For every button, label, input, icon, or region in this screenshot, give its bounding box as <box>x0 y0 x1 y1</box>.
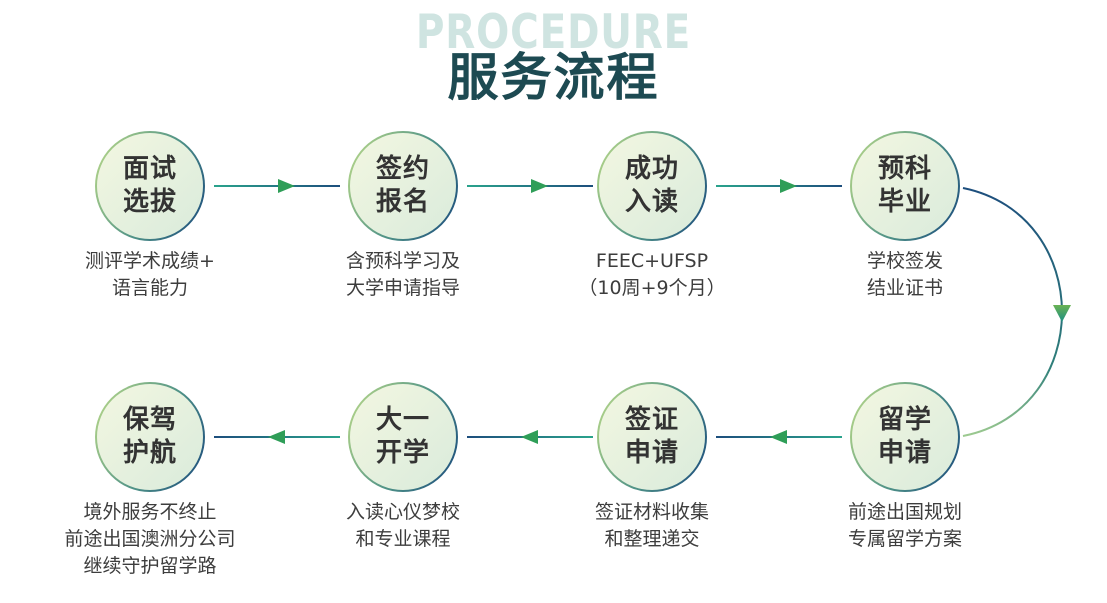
flow-node-description: 前途出国规划 专属留学方案 <box>795 499 1015 553</box>
flow-node-label-line2: 护航 <box>122 438 177 468</box>
flow-arrow-right-3 <box>716 179 842 193</box>
flow-node-description: 学校签发 结业证书 <box>795 248 1015 302</box>
description-line: 签证材料收集 <box>594 501 709 523</box>
flow-node-description: 测评学术成绩+ 语言能力 <box>40 248 260 302</box>
flow-node-label-line2: 申请 <box>877 438 932 468</box>
flow-node-circle: 面试 选拔 <box>95 131 205 241</box>
flow-arrow-right-2 <box>467 179 593 193</box>
description-line: 前途出国规划 <box>847 501 962 523</box>
flow-node-description: 境外服务不终止 前途出国澳洲分公司 继续守护留学路 <box>40 499 260 580</box>
arrowhead-icon <box>268 430 285 444</box>
flow-node-circle-fill: 预科 毕业 <box>852 133 958 239</box>
description-line: 测评学术成绩+ <box>85 250 215 272</box>
description-line: 前途出国澳洲分公司 <box>64 528 236 550</box>
flow-node-label-line1: 保驾 <box>122 405 177 435</box>
flow-node-description: 签证材料收集 和整理递交 <box>542 499 762 553</box>
arrow-shaft <box>214 185 340 187</box>
description-line: 专属留学方案 <box>847 528 962 550</box>
arrowhead-icon <box>770 430 787 444</box>
flow-node-study-abroad-application: 留学 申请 前途出国规划 专属留学方案 <box>795 382 1015 553</box>
flow-node-description: FEEC+UFSP （10周+9个月） <box>542 248 762 302</box>
flow-node-visa-application: 签证 申请 签证材料收集 和整理递交 <box>542 382 762 553</box>
description-line: 学校签发 <box>866 250 943 272</box>
arrowhead-icon <box>521 430 538 444</box>
flow-node-circle-fill: 成功 入读 <box>599 133 705 239</box>
description-line: 和专业课程 <box>355 528 451 550</box>
flow-node-label-line2: 选拔 <box>122 187 177 217</box>
flow-arrow-left-1 <box>716 430 842 444</box>
flow-node-circle: 大一 开学 <box>348 382 458 492</box>
flow-node-label-line2: 入读 <box>624 187 679 217</box>
flow-node-escort-service: 保驾 护航 境外服务不终止 前途出国澳洲分公司 继续守护留学路 <box>40 382 260 580</box>
flow-node-description: 含预科学习及 大学申请指导 <box>293 248 513 302</box>
flow-node-circle: 保驾 护航 <box>95 382 205 492</box>
flow-node-label-line1: 预科 <box>877 154 932 184</box>
flow-node-label-line2: 开学 <box>375 438 430 468</box>
flow-node-interview: 面试 选拔 测评学术成绩+ 语言能力 <box>40 131 260 302</box>
flow-node-label-line1: 大一 <box>375 405 430 435</box>
flow-node-circle: 签证 申请 <box>597 382 707 492</box>
arrowhead-icon <box>278 179 295 193</box>
description-line: 和整理递交 <box>604 528 700 550</box>
flow-node-enrollment: 成功 入读 FEEC+UFSP （10周+9个月） <box>542 131 762 302</box>
page-title: 服务流程 <box>447 49 660 108</box>
flow-node-label-line1: 留学 <box>877 405 932 435</box>
flow-node-label-line2: 报名 <box>375 187 430 217</box>
arrow-shaft <box>716 185 842 187</box>
description-line: 结业证书 <box>866 277 943 299</box>
description-line: FEEC+UFSP <box>595 250 709 272</box>
flow-node-circle-fill: 大一 开学 <box>350 384 456 490</box>
flow-node-label-line1: 签约 <box>375 154 430 184</box>
flow-node-description: 入读心仪梦校 和专业课程 <box>293 499 513 553</box>
flow-node-label-line1: 成功 <box>624 154 679 184</box>
flow-node-circle: 成功 入读 <box>597 131 707 241</box>
flow-node-circle: 留学 申请 <box>850 382 960 492</box>
flow-node-signup: 签约 报名 含预科学习及 大学申请指导 <box>293 131 513 302</box>
flow-node-label-line2: 毕业 <box>877 187 932 217</box>
description-line: （10周+9个月） <box>578 277 726 299</box>
flow-node-circle-fill: 签约 报名 <box>350 133 456 239</box>
flow-arrow-right-1 <box>214 179 340 193</box>
background-title: PROCEDURE <box>415 5 692 60</box>
arrowhead-icon <box>531 179 548 193</box>
flow-node-label-line1: 签证 <box>624 405 679 435</box>
arrow-shaft <box>467 185 593 187</box>
description-line: 继续守护留学路 <box>83 555 217 577</box>
flow-node-circle: 签约 报名 <box>348 131 458 241</box>
description-line: 入读心仪梦校 <box>345 501 460 523</box>
flow-node-circle-fill: 留学 申请 <box>852 384 958 490</box>
flow-node-circle-fill: 面试 选拔 <box>97 133 203 239</box>
flow-node-label-line2: 申请 <box>624 438 679 468</box>
description-line: 语言能力 <box>111 277 188 299</box>
description-line: 含预科学习及 <box>345 250 460 272</box>
description-line: 大学申请指导 <box>345 277 460 299</box>
flow-node-freshman-start: 大一 开学 入读心仪梦校 和专业课程 <box>293 382 513 553</box>
flow-node-circle: 预科 毕业 <box>850 131 960 241</box>
flow-node-foundation-graduation: 预科 毕业 学校签发 结业证书 <box>795 131 1015 302</box>
flow-node-circle-fill: 签证 申请 <box>599 384 705 490</box>
flow-arrow-left-2 <box>467 430 593 444</box>
arrowhead-icon <box>780 179 797 193</box>
curved-connector <box>962 187 1071 437</box>
flow-arrow-left-3 <box>214 430 340 444</box>
flow-node-label-line1: 面试 <box>122 154 177 184</box>
flow-node-circle-fill: 保驾 护航 <box>97 384 203 490</box>
arrowhead-icon <box>1053 305 1071 322</box>
description-line: 境外服务不终止 <box>83 501 217 523</box>
